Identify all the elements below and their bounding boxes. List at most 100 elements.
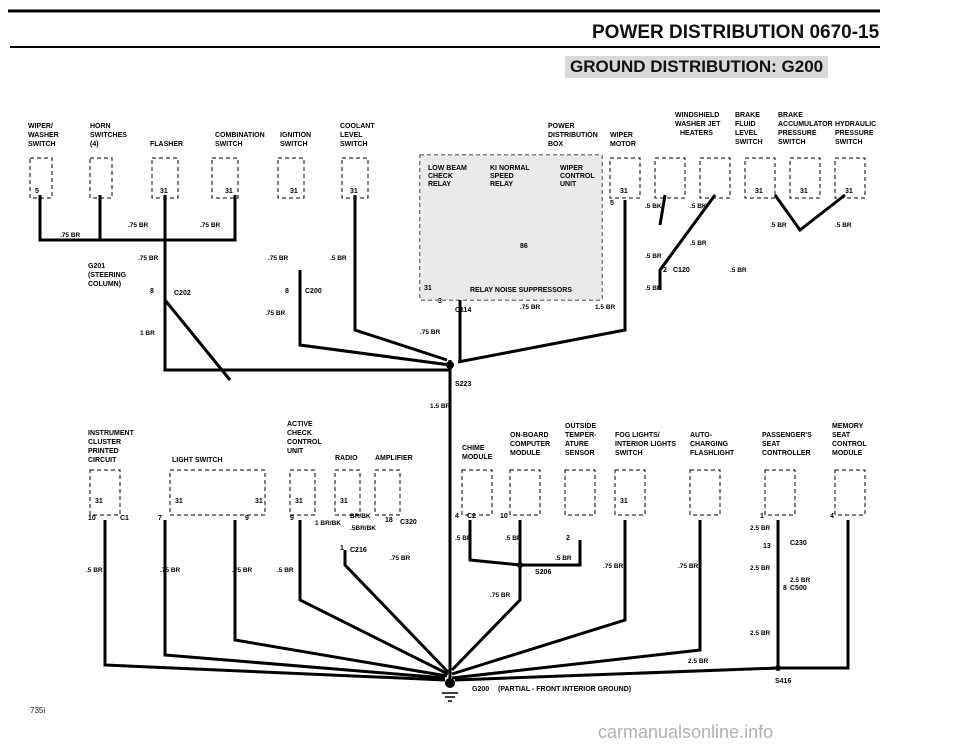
svg-text:.5 BR: .5 BR <box>86 567 103 574</box>
svg-text:C320: C320 <box>400 519 417 526</box>
svg-text:1 BR: 1 BR <box>140 330 155 337</box>
svg-text:RELAY NOISE SUPPRESSORS: RELAY NOISE SUPPRESSORS <box>470 287 572 294</box>
svg-text:.75 BR: .75 BR <box>390 555 411 562</box>
svg-text:MODULE: MODULE <box>832 450 863 457</box>
svg-text:.5 BK: .5 BK <box>645 203 662 210</box>
svg-text:.5 BR: .5 BR <box>277 567 294 574</box>
svg-text:CHECK: CHECK <box>287 430 312 437</box>
svg-text:CONTROL: CONTROL <box>560 173 595 180</box>
svg-text:31: 31 <box>340 498 348 505</box>
svg-text:9: 9 <box>290 515 294 522</box>
svg-text:31: 31 <box>755 188 763 195</box>
svg-text:C202: C202 <box>174 290 191 297</box>
svg-text:COMBINATION: COMBINATION <box>215 132 265 139</box>
svg-text:SWITCH: SWITCH <box>340 141 368 148</box>
svg-text:SPEED: SPEED <box>490 173 514 180</box>
svg-text:PRESSURE: PRESSURE <box>778 130 817 137</box>
svg-text:31: 31 <box>800 188 808 195</box>
svg-text:10: 10 <box>88 515 96 522</box>
svg-text:.75 BR: .75 BR <box>420 329 441 336</box>
svg-text:WASHER: WASHER <box>28 132 59 139</box>
svg-text:.5 BR: .5 BR <box>770 222 787 229</box>
svg-text:ON-BOARD: ON-BOARD <box>510 432 549 439</box>
svg-text:MEMORY: MEMORY <box>832 423 864 430</box>
svg-text:FLUID: FLUID <box>735 121 756 128</box>
svg-text:31: 31 <box>620 498 628 505</box>
svg-text:COLUMN): COLUMN) <box>88 281 121 288</box>
svg-text:.75 BR: .75 BR <box>265 310 286 317</box>
svg-text:2: 2 <box>566 535 570 542</box>
svg-text:13: 13 <box>763 543 771 550</box>
svg-text:31: 31 <box>290 188 298 195</box>
svg-text:MODULE: MODULE <box>462 454 493 461</box>
svg-text:INTERIOR LIGHTS: INTERIOR LIGHTS <box>615 441 676 448</box>
svg-text:FOG LIGHTS/: FOG LIGHTS/ <box>615 432 660 439</box>
svg-text:2.5 BR: 2.5 BR <box>688 658 709 665</box>
svg-text:CHARGING: CHARGING <box>690 441 729 448</box>
svg-text:S206: S206 <box>535 569 551 576</box>
svg-text:RELAY: RELAY <box>428 181 451 188</box>
svg-text:(STEERING: (STEERING <box>88 272 127 279</box>
svg-text:1.5 BR: 1.5 BR <box>430 403 451 410</box>
svg-text:WINDSHIELD: WINDSHIELD <box>675 112 719 119</box>
svg-text:2.5 BR: 2.5 BR <box>750 565 771 572</box>
page-number: 735i <box>30 706 46 715</box>
svg-text:.5 BR: .5 BR <box>330 255 347 262</box>
svg-text:.5BR/BK: .5BR/BK <box>350 525 376 532</box>
svg-text:31: 31 <box>160 188 168 195</box>
svg-text:C2: C2 <box>467 513 476 520</box>
svg-text:AUTO-: AUTO- <box>690 432 713 439</box>
svg-text:SWITCH: SWITCH <box>28 141 56 148</box>
svg-text:SENSOR: SENSOR <box>565 450 595 457</box>
svg-text:18: 18 <box>385 517 393 524</box>
svg-text:10: 10 <box>500 513 508 520</box>
svg-text:2.5 BR: 2.5 BR <box>790 577 811 584</box>
svg-text:CHIME: CHIME <box>462 445 485 452</box>
svg-text:31: 31 <box>350 188 358 195</box>
svg-text:ACCUMULATOR: ACCUMULATOR <box>778 121 833 128</box>
svg-text:BRAKE: BRAKE <box>735 112 760 119</box>
svg-text:UNIT: UNIT <box>287 448 304 455</box>
svg-text:SWITCH: SWITCH <box>215 141 243 148</box>
svg-text:31: 31 <box>845 188 853 195</box>
svg-text:2.5 BR: 2.5 BR <box>750 525 771 532</box>
svg-text:.75 BR: .75 BR <box>603 563 624 570</box>
svg-text:8: 8 <box>285 288 289 295</box>
svg-text:CONTROLLER: CONTROLLER <box>762 450 811 457</box>
svg-text:LEVEL: LEVEL <box>340 132 363 139</box>
svg-text:C500: C500 <box>790 585 807 592</box>
svg-text:HORN: HORN <box>90 123 111 130</box>
svg-text:SWITCH: SWITCH <box>835 139 863 146</box>
svg-text:31: 31 <box>424 285 432 292</box>
svg-text:POWER: POWER <box>548 123 574 130</box>
svg-text:.5 BK: .5 BK <box>690 203 707 210</box>
svg-text:BR/BK: BR/BK <box>350 513 371 520</box>
svg-text:.5 BR: .5 BR <box>835 222 852 229</box>
svg-text:.75 BR: .75 BR <box>520 304 541 311</box>
svg-text:WASHER JET: WASHER JET <box>675 121 721 128</box>
svg-text:.75 BR: .75 BR <box>232 567 253 574</box>
svg-text:.75 BR: .75 BR <box>138 255 159 262</box>
svg-text:31: 31 <box>175 498 183 505</box>
svg-text:1.5 BR: 1.5 BR <box>595 304 616 311</box>
svg-text:31: 31 <box>620 188 628 195</box>
svg-text:CONTROL: CONTROL <box>832 441 867 448</box>
svg-text:8: 8 <box>150 288 154 295</box>
svg-text:5: 5 <box>610 200 614 207</box>
svg-text:TEMPER-: TEMPER- <box>565 432 597 439</box>
svg-text:AMPLIFIER: AMPLIFIER <box>375 455 413 462</box>
svg-text:S223: S223 <box>455 381 471 388</box>
svg-text:WIPER: WIPER <box>560 165 583 172</box>
svg-text:CIRCUIT: CIRCUIT <box>88 457 117 464</box>
svg-text:ATURE: ATURE <box>565 441 589 448</box>
svg-text:INSTRUMENT: INSTRUMENT <box>88 430 135 437</box>
svg-text:7: 7 <box>158 515 162 522</box>
svg-text:.75 BR: .75 BR <box>160 567 181 574</box>
svg-text:1: 1 <box>340 545 344 552</box>
svg-text:BOX: BOX <box>548 141 564 148</box>
svg-text:3: 3 <box>438 298 442 305</box>
svg-text:SWITCHES: SWITCHES <box>90 132 127 139</box>
svg-text:HEATERS: HEATERS <box>680 130 713 137</box>
page-title: POWER DISTRIBUTION 0670-15 <box>592 22 880 43</box>
